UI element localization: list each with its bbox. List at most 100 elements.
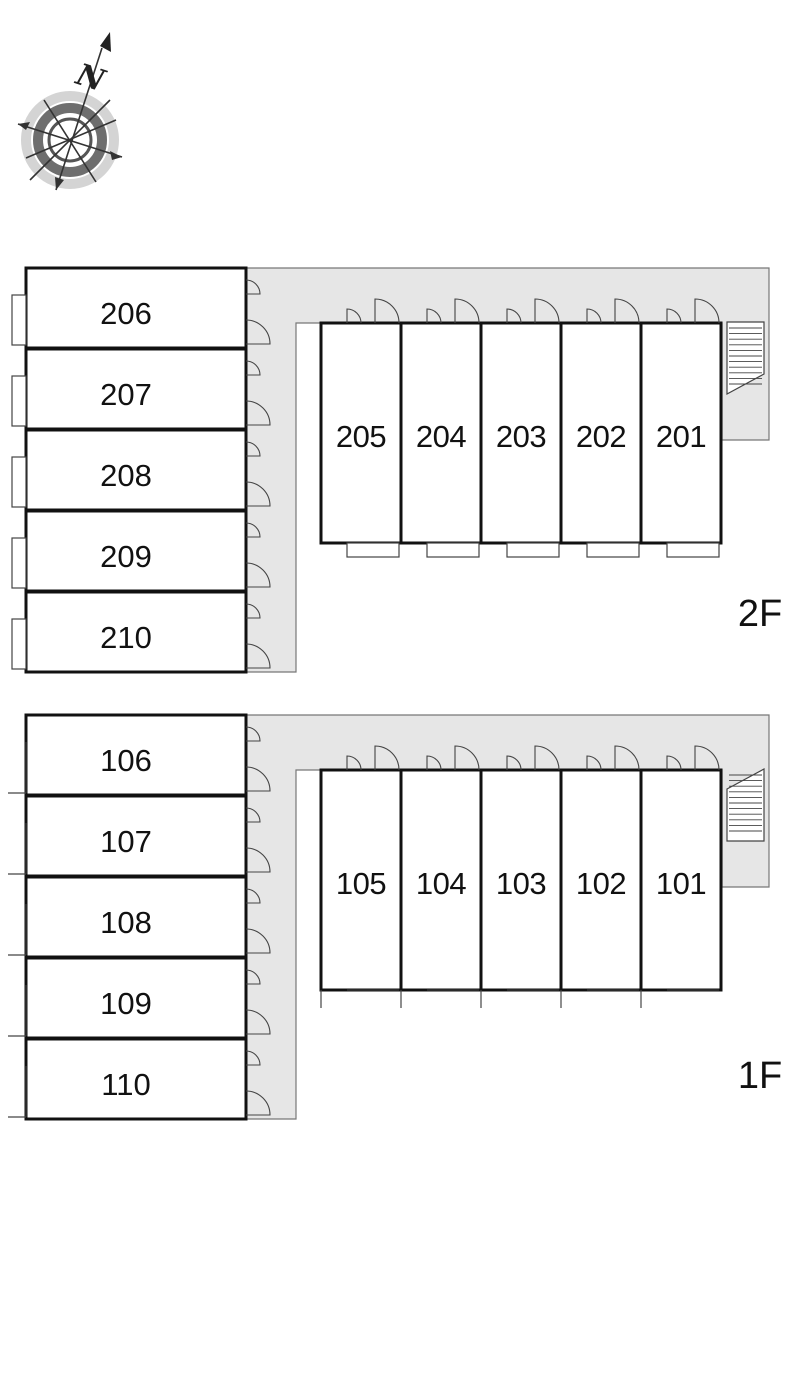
unit-wall <box>24 509 248 593</box>
unit-label: 207 <box>100 377 152 412</box>
staircase <box>726 321 765 396</box>
unit-107: 107 <box>8 794 271 878</box>
unit-204: 204 <box>399 298 483 558</box>
unit-104: 104 <box>399 745 483 1008</box>
unit-109: 109 <box>8 956 271 1040</box>
unit-101: 101 <box>639 745 723 1008</box>
door-swing <box>454 298 480 324</box>
door-swing <box>426 308 442 324</box>
unit-203: 203 <box>479 298 563 558</box>
door-swing <box>245 847 271 873</box>
unit-102: 102 <box>559 745 643 1008</box>
unit-label: 209 <box>100 539 152 574</box>
door-swing <box>245 726 261 742</box>
unit-wall <box>24 428 248 512</box>
unit-label: 108 <box>100 905 152 940</box>
balcony <box>586 542 640 558</box>
door-swing <box>245 360 261 376</box>
door-swing <box>694 298 720 324</box>
door-swing <box>694 745 720 771</box>
unit-202: 202 <box>559 298 643 558</box>
unit-201: 201 <box>639 298 723 558</box>
unit-208: 208 <box>11 428 271 512</box>
unit-label: 208 <box>100 458 152 493</box>
unit-label: 107 <box>100 824 152 859</box>
door-swing <box>245 562 271 588</box>
door-swing <box>534 298 560 324</box>
unit-label: 206 <box>100 296 152 331</box>
unit-label: 201 <box>656 419 706 454</box>
unit-label: 210 <box>100 620 152 655</box>
unit-label: 101 <box>656 866 706 901</box>
floor-label: 1F <box>738 1055 782 1097</box>
staircase-outline <box>726 767 765 842</box>
unit-106: 106 <box>8 713 271 797</box>
balcony <box>426 542 480 558</box>
unit-205: 205 <box>319 298 403 558</box>
door-swing <box>245 807 261 823</box>
door-swing <box>245 441 261 457</box>
floor-label: 2F <box>738 593 782 635</box>
door-swing <box>245 888 261 904</box>
balcony <box>11 375 27 427</box>
unit-110: 110 <box>8 1037 271 1121</box>
door-swing <box>245 319 271 345</box>
unit-wall <box>479 768 563 992</box>
staircase-outline <box>726 321 765 396</box>
door-swing <box>245 969 261 985</box>
balcony <box>11 456 27 508</box>
door-swing <box>374 745 400 771</box>
door-swing <box>614 745 640 771</box>
unit-209: 209 <box>11 509 271 593</box>
door-swing <box>245 400 271 426</box>
door-swing <box>245 766 271 792</box>
door-swing <box>534 745 560 771</box>
unit-label: 104 <box>416 866 466 901</box>
unit-label: 105 <box>336 866 386 901</box>
door-swing <box>586 308 602 324</box>
unit-label: 103 <box>496 866 546 901</box>
unit-206: 206 <box>11 266 271 350</box>
balcony <box>11 618 27 670</box>
floor-2f: 206 207 208 209 210 205 204 203 202 201 2F <box>11 266 782 674</box>
unit-207: 207 <box>11 347 271 431</box>
unit-label: 205 <box>336 419 386 454</box>
door-swing <box>245 1050 261 1066</box>
balcony <box>506 542 560 558</box>
unit-label: 109 <box>100 986 152 1021</box>
unit-label: 204 <box>416 419 466 454</box>
door-swing <box>666 755 682 771</box>
unit-label: 106 <box>100 743 152 778</box>
unit-wall <box>24 347 248 431</box>
door-swing <box>245 603 261 619</box>
unit-wall <box>24 794 248 878</box>
unit-wall <box>479 321 563 545</box>
unit-wall <box>24 590 248 674</box>
unit-wall <box>24 266 248 350</box>
balcony <box>11 537 27 589</box>
unit-label: 202 <box>576 419 626 454</box>
door-swing <box>245 643 271 669</box>
unit-wall <box>24 713 248 797</box>
unit-label: 203 <box>496 419 546 454</box>
door-swing <box>614 298 640 324</box>
unit-label: 102 <box>576 866 626 901</box>
floor-1f: 106 107 108 109 110 105 104 103 102 101 1F <box>8 713 782 1121</box>
door-swing <box>245 481 271 507</box>
unit-105: 105 <box>319 745 403 1008</box>
door-swing <box>245 1009 271 1035</box>
door-swing <box>346 308 362 324</box>
door-swing <box>346 755 362 771</box>
door-swing <box>245 522 261 538</box>
balcony <box>346 542 400 558</box>
unit-103: 103 <box>479 745 563 1008</box>
unit-label: 110 <box>101 1067 150 1102</box>
unit-210: 210 <box>11 590 271 674</box>
door-swing <box>454 745 480 771</box>
door-swing <box>374 298 400 324</box>
door-swing <box>426 755 442 771</box>
door-swing <box>245 1090 271 1116</box>
unit-108: 108 <box>8 875 271 959</box>
door-swing <box>245 928 271 954</box>
